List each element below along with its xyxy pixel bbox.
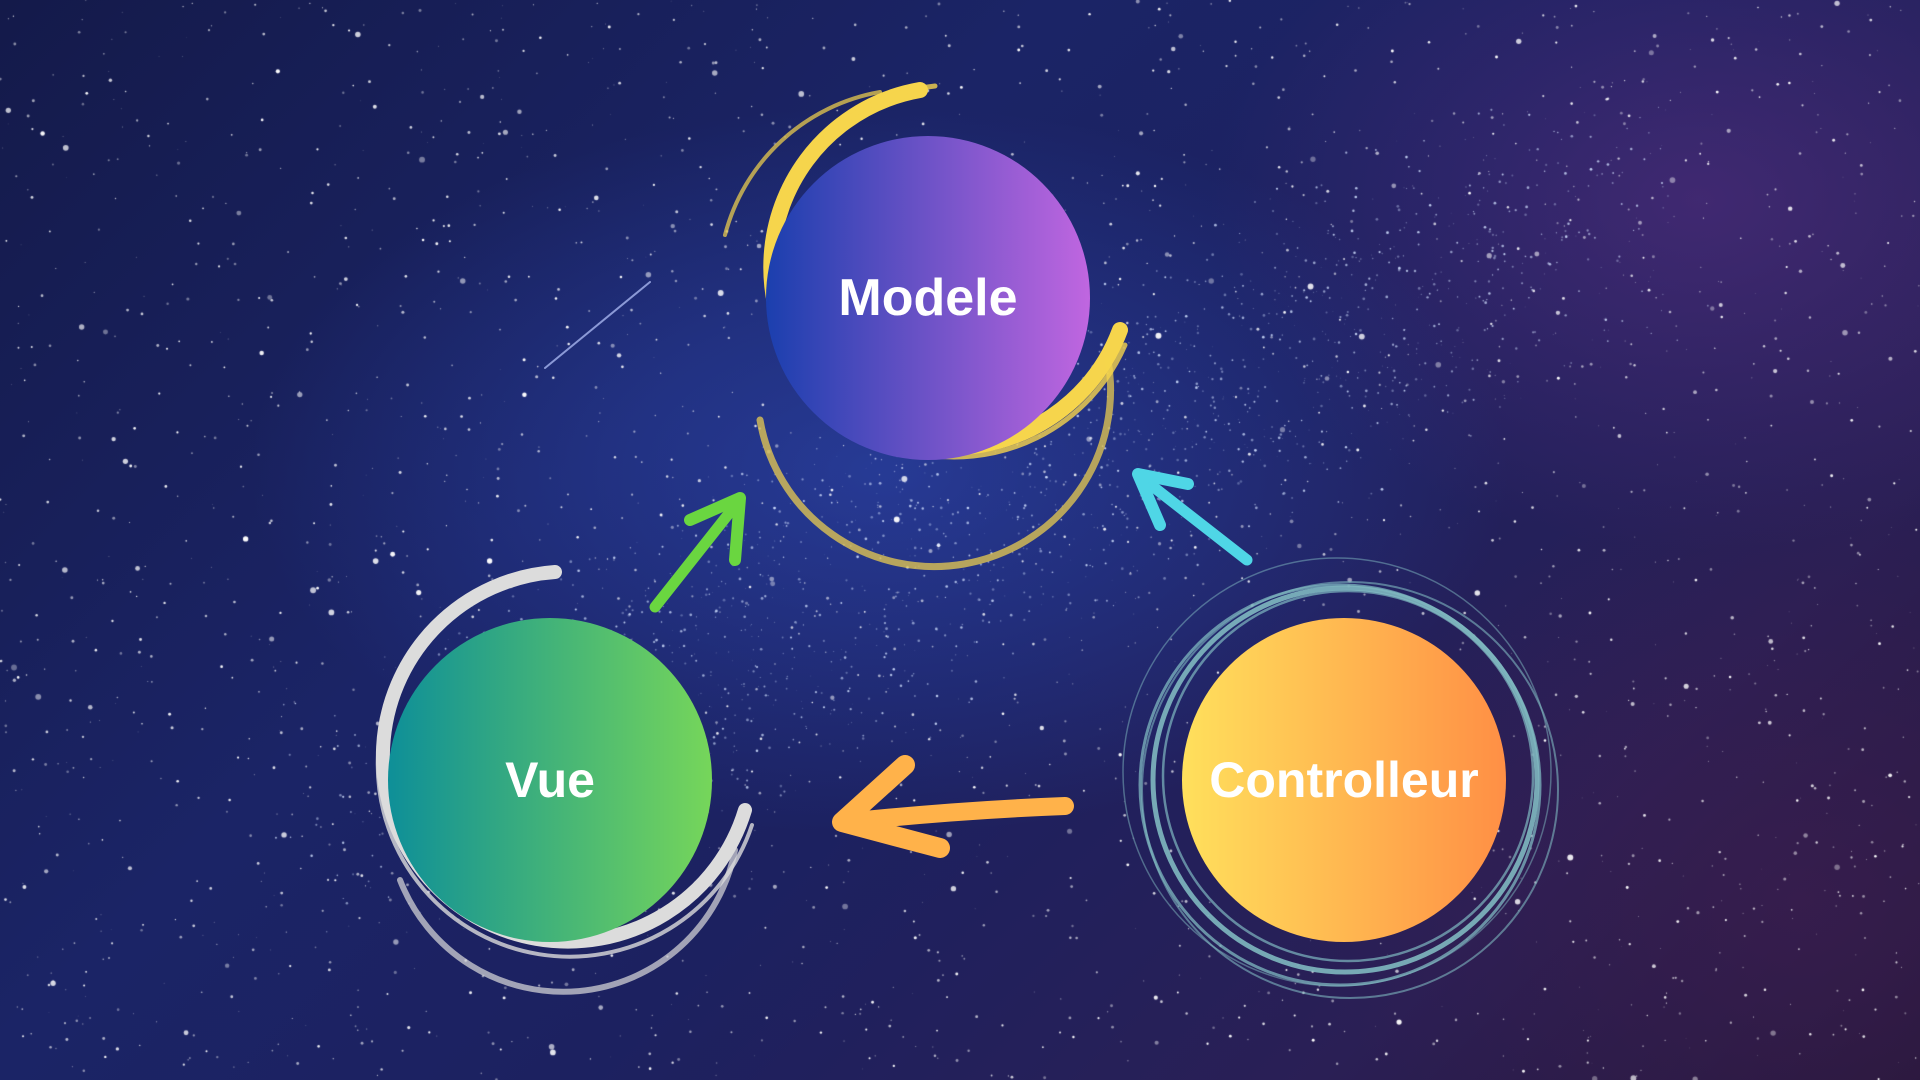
view-node — [388, 618, 712, 942]
view-label: Vue — [505, 752, 595, 808]
controller-ring — [1122, 557, 1559, 999]
arrow-controller-to-view — [832, 755, 1074, 858]
arrow-controller-to-model — [1132, 468, 1253, 566]
controller-node — [1182, 618, 1506, 942]
model-node — [766, 136, 1090, 460]
model-label: Modele — [838, 269, 1017, 327]
arrow-view-to-model — [649, 492, 746, 613]
controller-label: Controlleur — [1209, 752, 1478, 808]
shooting-star — [544, 281, 651, 369]
